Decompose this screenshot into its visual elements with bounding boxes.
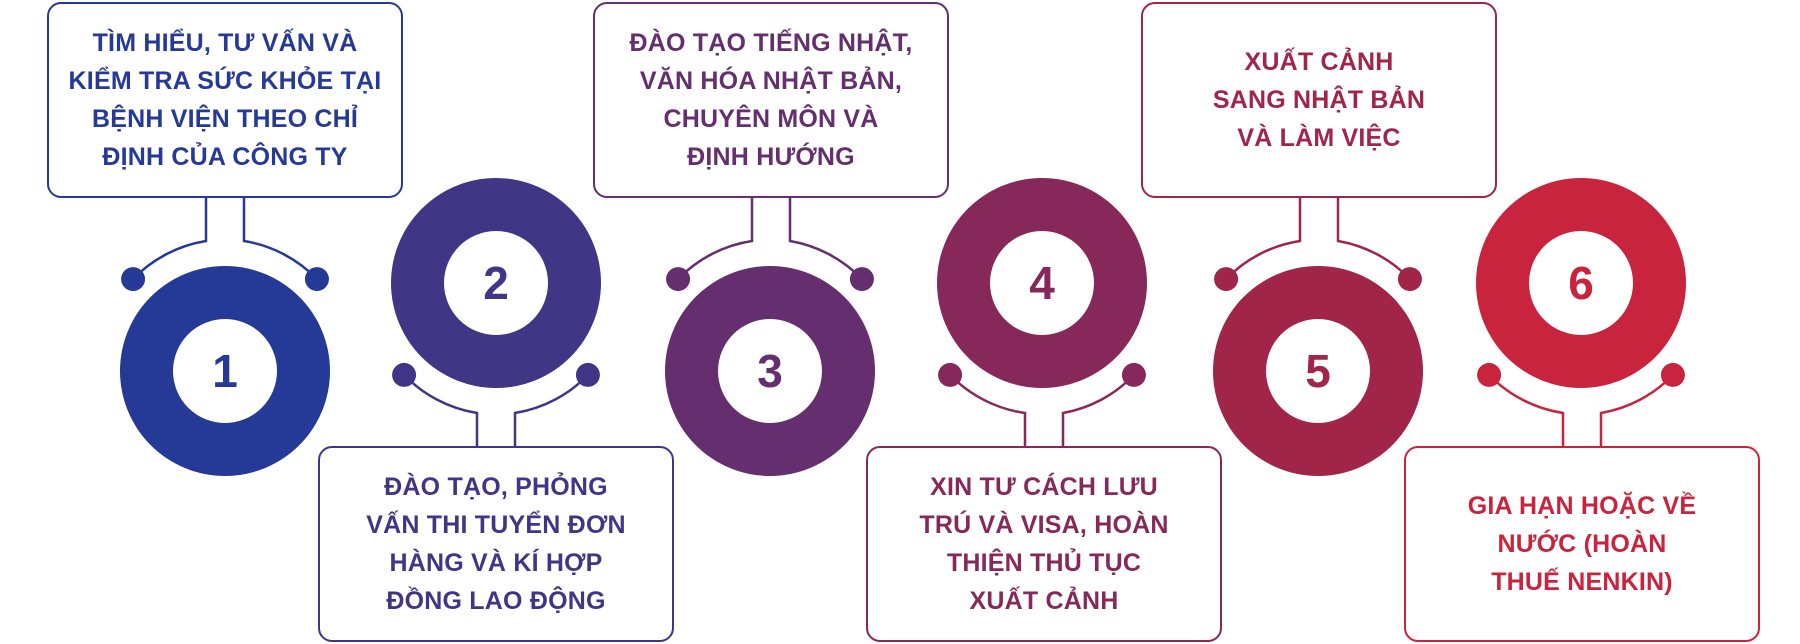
step-1-box: TÌM HIỂU, TƯ VẤN VÀ KIỂM TRA SỨC KHỎE TẠ… (47, 2, 403, 198)
step-2-connector-left (403, 374, 479, 446)
step-4-connector-right (1061, 374, 1135, 446)
step-3-box: ĐÀO TẠO TIẾNG NHẬT, VĂN HÓA NHẬT BẢN, CH… (593, 2, 949, 198)
step-3-number: 3 (718, 319, 822, 423)
step-6-connector-left (1488, 374, 1565, 446)
step-6-dot-right (1660, 362, 1685, 387)
step-5-circle: 5 (1213, 266, 1423, 476)
step-5-number: 5 (1266, 319, 1370, 423)
step-2-connector-right (513, 374, 589, 446)
step-2-box: ĐÀO TẠO, PHỎNG VẤN THI TUYỂN ĐƠN HÀNG VÀ… (318, 446, 674, 642)
step-5-connector-left (1225, 198, 1302, 280)
step-5-box: XUẤT CẢNH SANG NHẬT BẢN VÀ LÀM VIỆC (1141, 2, 1497, 198)
step-6-dot-left (1477, 362, 1502, 387)
step-3-circle: 3 (665, 266, 875, 476)
step-6-circle: 6 (1476, 178, 1686, 388)
step-1-dot-right (304, 267, 329, 292)
step-4-dot-right (1121, 362, 1146, 387)
step-4-dot-left (938, 362, 963, 387)
step-1-connector-left (132, 198, 208, 280)
step-2-dot-left (392, 362, 417, 387)
step-1-connector-right (242, 198, 318, 280)
step-2-circle: 2 (391, 178, 601, 388)
step-6-connector-right (1599, 374, 1674, 446)
step-1-circle: 1 (120, 266, 330, 476)
step-3-dot-right (849, 267, 874, 292)
step-6-text: GIA HẠN HOẶC VỀ NƯỚC (HOÀN THUẾ NENKIN) (1467, 492, 1697, 596)
step-4-connector-left (949, 374, 1027, 446)
step-5-dot-left (1214, 267, 1239, 292)
step-4-number: 4 (990, 231, 1094, 335)
step-1-dot-left (121, 267, 146, 292)
step-1-number: 1 (173, 319, 277, 423)
step-2-text: ĐÀO TẠO, PHỎNG VẤN THI TUYỂN ĐƠN HÀNG VÀ… (366, 473, 626, 615)
step-1-text: TÌM HIỂU, TƯ VẤN VÀ KIỂM TRA SỨC KHỎE TẠ… (68, 29, 382, 171)
step-4-text: XIN TƯ CÁCH LƯU TRÚ VÀ VISA, HOÀN THIỆN … (919, 473, 1169, 615)
step-2-number: 2 (444, 231, 548, 335)
step-3-dot-left (666, 267, 691, 292)
step-3-connector-right (788, 198, 863, 280)
step-2-dot-right (575, 362, 600, 387)
step-4-box: XIN TƯ CÁCH LƯU TRÚ VÀ VISA, HOÀN THIỆN … (866, 446, 1222, 642)
step-6-box: GIA HẠN HOẶC VỀ NƯỚC (HOÀN THUẾ NENKIN) (1404, 446, 1760, 642)
step-6-number: 6 (1529, 231, 1633, 335)
step-4-circle: 4 (937, 178, 1147, 388)
step-5-text: XUẤT CẢNH SANG NHẬT BẢN VÀ LÀM VIỆC (1212, 48, 1426, 152)
step-3-text: ĐÀO TẠO TIẾNG NHẬT, VĂN HÓA NHẬT BẢN, CH… (629, 29, 913, 171)
step-5-connector-right (1336, 198, 1411, 280)
step-3-connector-left (677, 198, 754, 280)
step-5-dot-right (1397, 267, 1422, 292)
